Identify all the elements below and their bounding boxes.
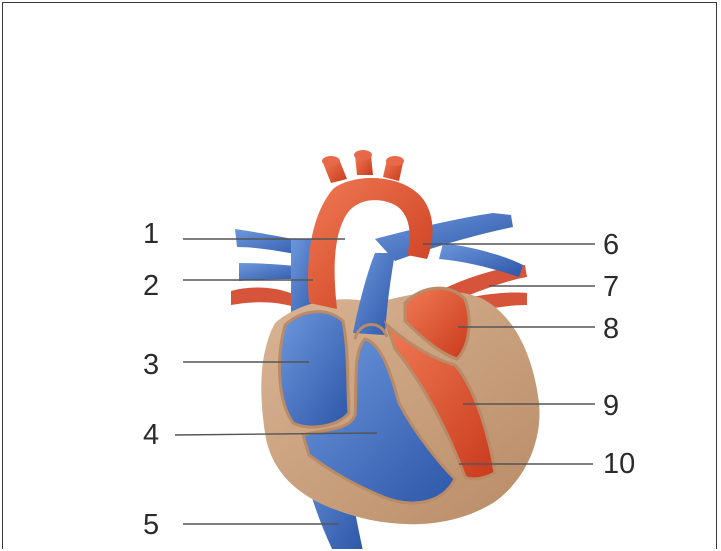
- label-4: 4: [143, 419, 159, 451]
- label-2: 2: [143, 270, 159, 302]
- label-1: 1: [143, 218, 159, 250]
- label-7: 7: [603, 271, 619, 303]
- label-9: 9: [603, 390, 619, 422]
- right-atrium: [279, 312, 349, 427]
- label-8: 8: [603, 313, 619, 345]
- label-6: 6: [603, 229, 619, 261]
- label-10: 10: [603, 448, 635, 480]
- label-3: 3: [143, 349, 159, 381]
- label-5: 5: [143, 509, 159, 541]
- heart-diagram: 1 2 3 4 5 6 7 8 9 10: [3, 3, 717, 549]
